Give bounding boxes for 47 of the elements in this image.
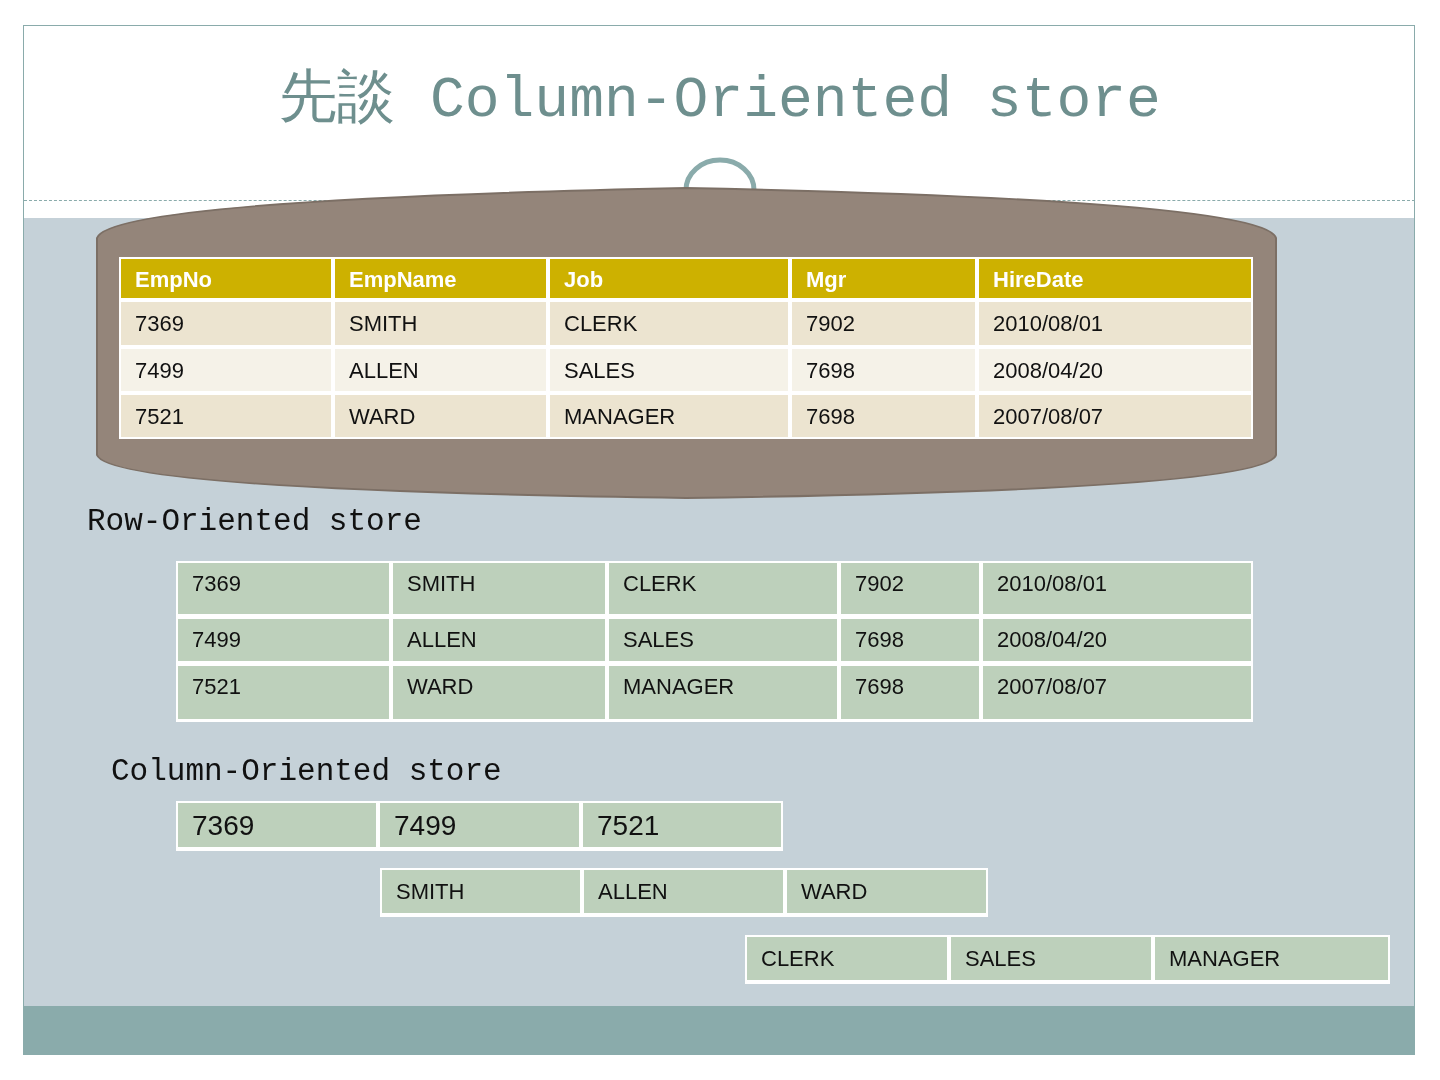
table-cell: MANAGER	[607, 664, 839, 722]
table-cell: HireDate	[977, 257, 1253, 300]
table-cell: SALES	[607, 617, 839, 664]
table-cell: 2008/04/20	[977, 347, 1253, 393]
table-cell: WARD	[391, 664, 607, 722]
table-cell: 7499	[119, 347, 333, 393]
table-cell: MANAGER	[548, 393, 790, 439]
table-cell: 7521	[119, 393, 333, 439]
table-cell: 7521	[176, 664, 391, 722]
table-cell: 2007/08/07	[981, 664, 1253, 722]
section-label: Row-Oriented store	[87, 504, 422, 539]
table-cell: 7698	[790, 393, 977, 439]
table-cell: 7902	[839, 561, 981, 617]
table-cell: SMITH	[391, 561, 607, 617]
table-cell: 7369	[119, 300, 333, 347]
table-cell: 2010/08/01	[981, 561, 1253, 617]
table-cell: 7902	[790, 300, 977, 347]
table-cell: SMITH	[380, 868, 582, 917]
slide-title: 先談 Column-Oriented store	[278, 67, 1162, 135]
table-cell: WARD	[785, 868, 988, 917]
table-cell: ALLEN	[391, 617, 607, 664]
table-cell: 7369	[176, 561, 391, 617]
table-cell: 2010/08/01	[977, 300, 1253, 347]
table-cell: WARD	[333, 393, 548, 439]
table-cell: 2007/08/07	[977, 393, 1253, 439]
table-cell: ALLEN	[333, 347, 548, 393]
table-cell: 7521	[581, 801, 783, 851]
section-label: Column-Oriented store	[111, 754, 502, 789]
table-cell: CLERK	[548, 300, 790, 347]
table-cell: 7499	[176, 617, 391, 664]
table-cell: ALLEN	[582, 868, 785, 917]
table-cell: Job	[548, 257, 790, 300]
table-cell: 7369	[176, 801, 378, 851]
table-cell: CLERK	[607, 561, 839, 617]
table-cell: CLERK	[745, 935, 949, 984]
table-cell: EmpNo	[119, 257, 333, 300]
table-cell: MANAGER	[1153, 935, 1390, 984]
table-cell: 7698	[839, 664, 981, 722]
table-cell: SALES	[548, 347, 790, 393]
table-cell: 7499	[378, 801, 581, 851]
table-cell: EmpName	[333, 257, 548, 300]
table-cell: 7698	[790, 347, 977, 393]
table-cell: SMITH	[333, 300, 548, 347]
table-cell: SALES	[949, 935, 1153, 984]
table-cell: 2008/04/20	[981, 617, 1253, 664]
table-cell: 7698	[839, 617, 981, 664]
table-cell: Mgr	[790, 257, 977, 300]
